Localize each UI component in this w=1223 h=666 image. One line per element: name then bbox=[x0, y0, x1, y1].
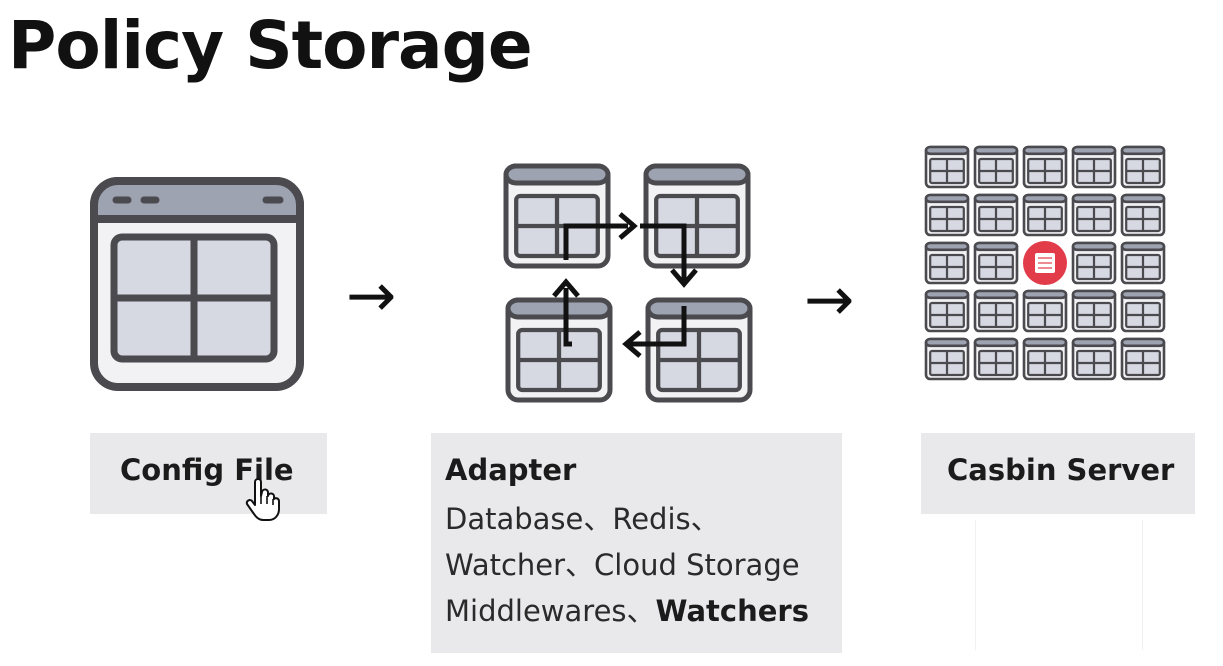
adapter-cycle-icon bbox=[503, 163, 753, 403]
adapter-window-bottom-right bbox=[645, 297, 753, 403]
server-window bbox=[1120, 145, 1166, 189]
server-window bbox=[973, 241, 1019, 285]
adapter-window-bottom-left bbox=[505, 297, 613, 403]
server-window bbox=[924, 337, 970, 381]
divider bbox=[1142, 520, 1143, 650]
adapter-window-top-left bbox=[503, 163, 611, 269]
cycle-arrow bbox=[630, 306, 687, 347]
divider bbox=[975, 520, 976, 650]
adapter-line-3: Middlewares、Watchers bbox=[445, 588, 809, 634]
server-window bbox=[924, 145, 970, 189]
server-window bbox=[1022, 289, 1068, 333]
server-window bbox=[1071, 241, 1117, 285]
server-window bbox=[1071, 145, 1117, 189]
config-file-label: Config File bbox=[90, 433, 327, 514]
window-icon bbox=[90, 177, 304, 391]
arrow-right-icon: → bbox=[346, 261, 397, 331]
highlighted-server-node bbox=[1023, 241, 1067, 285]
page-title: Policy Storage bbox=[8, 7, 533, 84]
server-window bbox=[1120, 193, 1166, 237]
server-window bbox=[1120, 241, 1166, 285]
server-window bbox=[924, 289, 970, 333]
server-window bbox=[924, 241, 970, 285]
arrowhead bbox=[618, 212, 638, 240]
hand-cursor-icon bbox=[245, 478, 280, 521]
server-window bbox=[924, 193, 970, 237]
adapter-line-1: Database、Redis、 bbox=[445, 502, 720, 536]
server-window bbox=[1071, 193, 1117, 237]
arrow-right-icon: → bbox=[804, 265, 855, 335]
adapter-line-2: Watcher、Cloud Storage bbox=[445, 548, 800, 582]
server-window bbox=[1022, 145, 1068, 189]
server-window bbox=[973, 337, 1019, 381]
adapter-window-top-right bbox=[643, 163, 751, 269]
arrowhead bbox=[670, 268, 698, 288]
cycle-arrow bbox=[563, 223, 628, 260]
cycle-arrow bbox=[563, 288, 572, 347]
cycle-arrow bbox=[640, 223, 687, 280]
server-window bbox=[1071, 337, 1117, 381]
server-window bbox=[1120, 289, 1166, 333]
adapter-line-3-text: Middlewares、 bbox=[445, 594, 656, 628]
adapter-label: Adapter Database、Redis、 Watcher、Cloud St… bbox=[431, 433, 842, 653]
server-window bbox=[973, 145, 1019, 189]
casbin-server-heading: Casbin Server bbox=[947, 453, 1175, 487]
server-window bbox=[1071, 289, 1117, 333]
server-window bbox=[1022, 193, 1068, 237]
server-window bbox=[1022, 337, 1068, 381]
config-file-heading: Config File bbox=[120, 453, 294, 487]
arrowhead bbox=[552, 278, 580, 298]
adapter-line-3-bold: Watchers bbox=[655, 594, 809, 628]
server-window bbox=[973, 193, 1019, 237]
arrowhead bbox=[622, 330, 642, 358]
adapter-heading: Adapter bbox=[445, 453, 577, 487]
server-grid-icon bbox=[924, 145, 1166, 381]
server-window bbox=[1120, 337, 1166, 381]
server-window bbox=[973, 289, 1019, 333]
casbin-server-label: Casbin Server bbox=[921, 433, 1195, 514]
